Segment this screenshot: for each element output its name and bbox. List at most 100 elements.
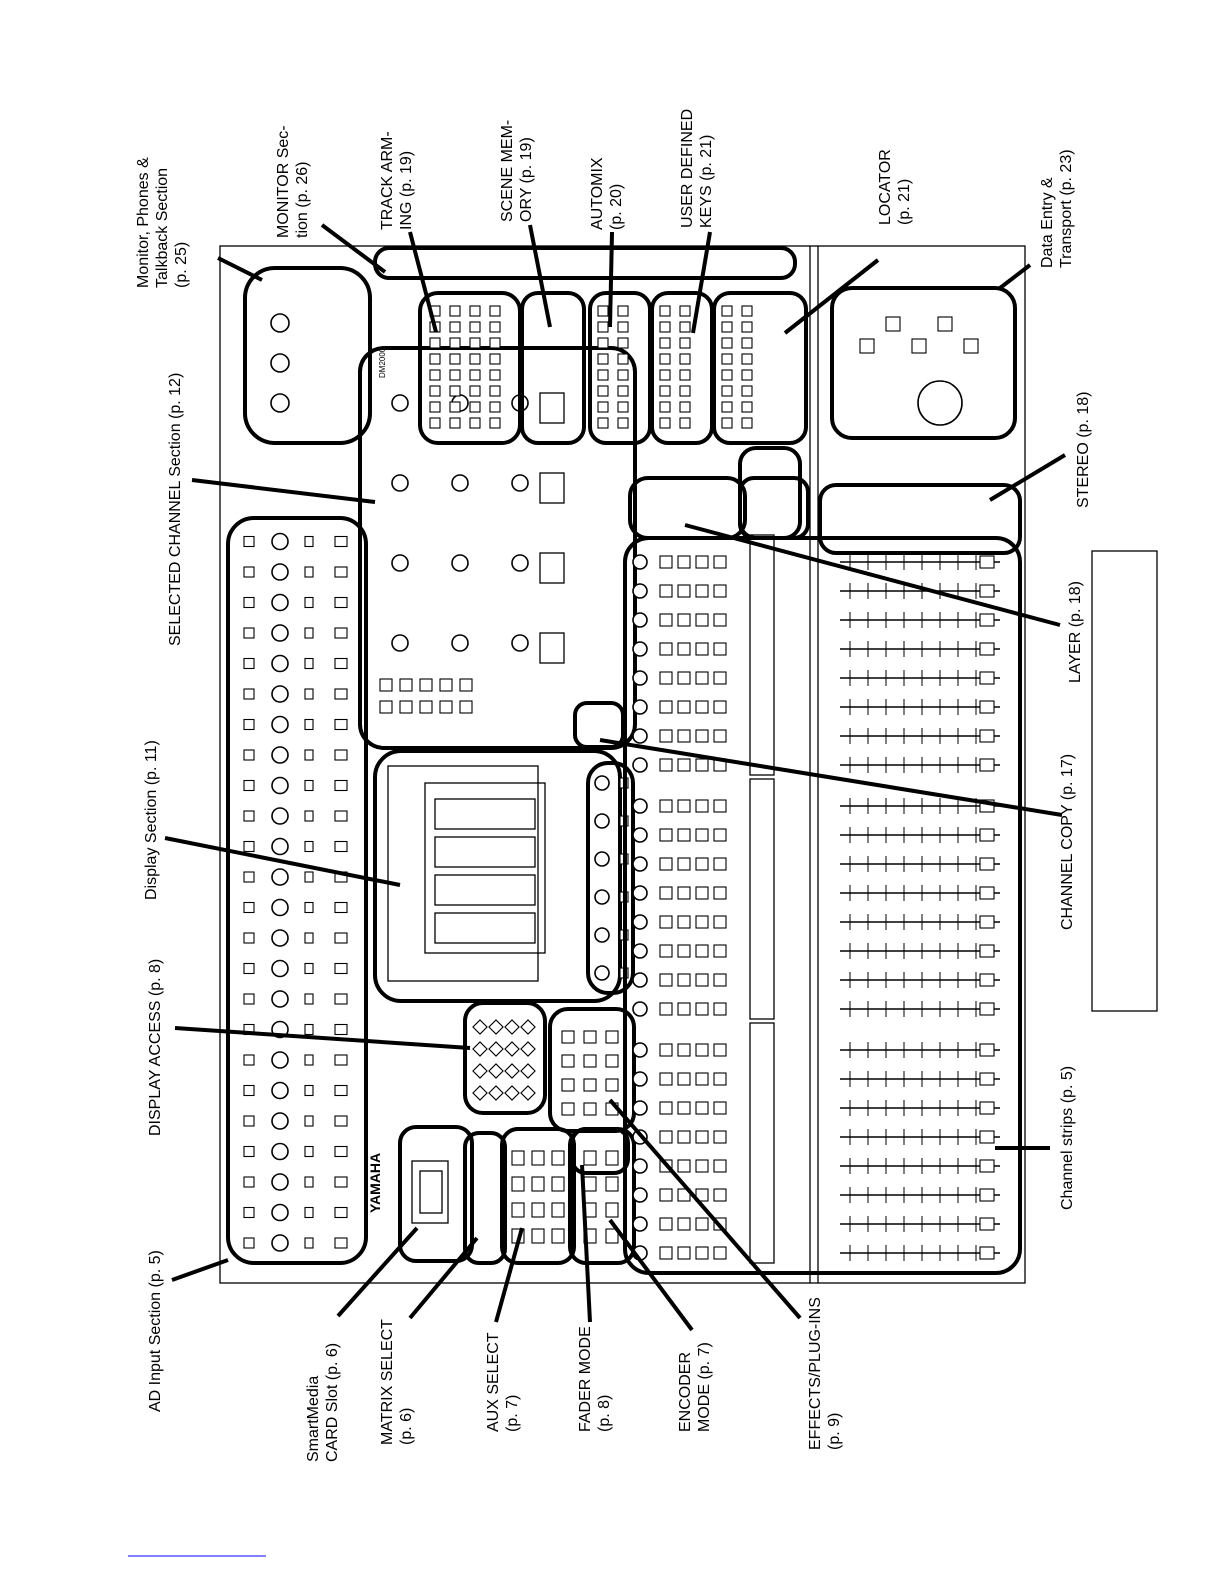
display-access-buttons <box>472 1019 619 1116</box>
strip-encoder <box>632 670 648 686</box>
strip-encoder <box>632 1001 648 1017</box>
ad-insert-button <box>243 1176 255 1188</box>
track-arm-button <box>429 369 441 381</box>
strip-button <box>695 1246 709 1260</box>
stereo-section <box>738 446 802 540</box>
ad-phantom-button <box>334 901 348 914</box>
strip-encoder <box>632 943 648 959</box>
svg-text:Display Section (p. 11): Display Section (p. 11) <box>143 740 160 900</box>
strip-button <box>659 1072 673 1086</box>
model-logo: DM2000 <box>378 347 387 378</box>
track-arm-button <box>449 321 461 333</box>
leader-monitor-phones-talkback <box>217 256 263 282</box>
leader-layer <box>684 523 1061 627</box>
display-access-button <box>504 1041 520 1057</box>
ad-insert-button <box>243 657 255 670</box>
ad-gain-knob <box>271 776 289 795</box>
key-button <box>741 385 753 397</box>
strip-button <box>659 1130 673 1144</box>
strip-button <box>695 1072 709 1086</box>
track-arm-button <box>429 385 441 397</box>
key-button <box>721 385 733 397</box>
key-button <box>659 337 671 349</box>
strip-fader-cap <box>979 828 995 842</box>
svg-text:MONITOR Sec-tion (p. 26): MONITOR Sec-tion (p. 26) <box>275 125 311 238</box>
strip-button <box>695 1130 709 1144</box>
leader-data-entry <box>998 263 1032 290</box>
strip-encoder <box>632 885 648 901</box>
display-knob-column <box>586 761 635 995</box>
leader-automix <box>608 231 614 328</box>
sel-dyn-knob <box>451 554 469 572</box>
sel-channel-button <box>419 700 433 714</box>
card-slot-opening <box>411 1160 449 1224</box>
strip-button <box>695 613 709 627</box>
ad-insert-button <box>243 840 255 853</box>
display-access-button <box>472 1019 488 1035</box>
leader-effects <box>608 1098 802 1320</box>
sel-value-window <box>539 552 565 584</box>
layer-section-right <box>738 476 810 540</box>
sel-channel-button <box>439 700 453 714</box>
strip-button <box>677 944 691 958</box>
callout-fader-mode: FADER MODE(p. 8) <box>577 1326 613 1432</box>
ad-insert-button <box>243 1206 255 1219</box>
strip-fader-cap <box>979 700 995 714</box>
ad-insert-button <box>243 962 255 975</box>
sel-pan-knob <box>511 554 529 572</box>
key-button <box>679 369 691 381</box>
strip-button <box>677 1101 691 1115</box>
strip-button <box>695 1002 709 1016</box>
display-screen <box>424 782 546 954</box>
encoder-mode-button <box>583 1150 597 1166</box>
key-button <box>597 321 609 333</box>
strip-button <box>695 671 709 685</box>
key-button <box>659 417 671 429</box>
leader-lines <box>164 223 1067 1332</box>
sel-dyn-knob <box>451 634 469 652</box>
ad-insert-button <box>243 718 255 731</box>
locator-section <box>712 291 808 445</box>
display-access-button <box>504 1085 520 1101</box>
ad-phantom-button <box>334 718 348 731</box>
strip-button <box>677 1188 691 1202</box>
strip-encoder <box>632 641 648 657</box>
card-slot-inner <box>419 1170 443 1214</box>
display-detail <box>434 775 629 981</box>
strip-button <box>695 1217 709 1231</box>
display-access-button <box>472 1041 488 1057</box>
ad-pad-button <box>304 566 314 578</box>
track-arm-button <box>489 369 501 381</box>
transport-button <box>963 338 979 354</box>
encoder-mode-button <box>605 1202 619 1218</box>
transport-button <box>859 338 875 354</box>
callout-matrix-select: MATRIX SELECT(p. 6) <box>379 1319 415 1445</box>
svg-text:Channel strips (p. 5): Channel strips (p. 5) <box>1059 1066 1076 1210</box>
strip-button <box>659 642 673 656</box>
callout-channel-strips: Channel strips (p. 5) <box>1059 1066 1076 1210</box>
smartmedia-card-slot <box>398 1125 474 1263</box>
sel-channel-button <box>399 678 413 692</box>
display-knob <box>594 851 610 867</box>
track-arm-button <box>489 385 501 397</box>
key-button <box>679 337 691 349</box>
callout-monitor-phones-talkback: Monitor, Phones &Talkback Section(p. 25) <box>135 157 190 288</box>
strip-encoder <box>632 699 648 715</box>
strip-button <box>713 1043 727 1057</box>
track-arm-button <box>469 337 481 349</box>
ad-pad-button <box>304 1206 314 1219</box>
ad-insert-button <box>243 810 255 822</box>
aux-select-button <box>531 1228 545 1244</box>
ad-input-strips <box>243 532 348 1252</box>
ad-gain-knob <box>271 959 289 978</box>
callout-display-access: DISPLAY ACCESS (p. 8) <box>147 959 164 1136</box>
strip-button <box>713 642 727 656</box>
ad-pad-button <box>304 1176 314 1188</box>
strip-button <box>713 584 727 598</box>
strip-encoder <box>632 554 648 570</box>
strip-button <box>677 799 691 813</box>
strip-button <box>677 1072 691 1086</box>
strip-button <box>659 729 673 743</box>
ad-phantom-button <box>334 840 348 853</box>
